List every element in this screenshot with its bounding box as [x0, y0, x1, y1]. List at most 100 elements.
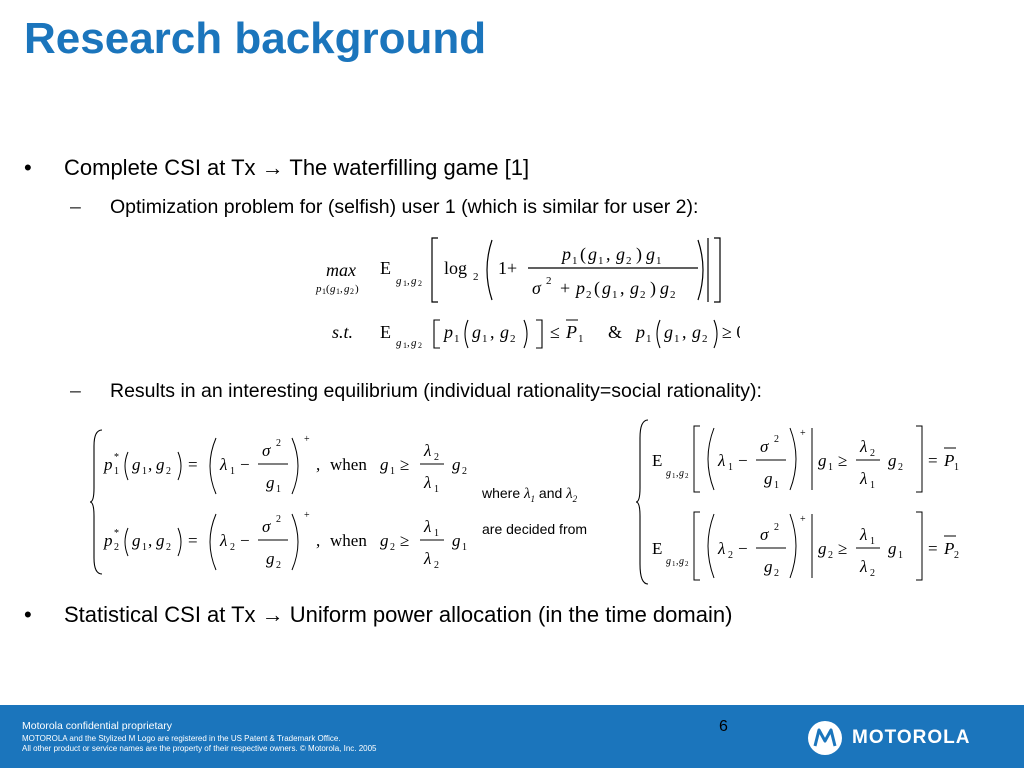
svg-text:P: P: [943, 539, 954, 558]
svg-text:2: 2: [640, 289, 646, 301]
svg-text:g: g: [452, 455, 461, 474]
svg-text:E: E: [652, 539, 662, 558]
svg-text:1: 1: [454, 333, 460, 345]
svg-text:2: 2: [462, 466, 467, 477]
svg-text:g: g: [616, 244, 625, 264]
svg-text:): ): [355, 283, 359, 295]
svg-text:,: ,: [407, 337, 410, 349]
svg-text:1: 1: [322, 287, 326, 296]
svg-text:g: g: [888, 539, 897, 558]
svg-text:2: 2: [473, 271, 479, 283]
svg-text:σ: σ: [532, 278, 542, 298]
svg-text:1: 1: [403, 341, 407, 350]
svg-text:1: 1: [674, 333, 680, 345]
svg-text:+: +: [304, 510, 310, 521]
svg-text:λ: λ: [219, 455, 227, 474]
svg-text:1: 1: [572, 255, 578, 267]
svg-text:,: ,: [407, 275, 410, 287]
svg-text:g: g: [679, 556, 684, 567]
svg-text:g: g: [132, 531, 141, 550]
svg-text:g: g: [660, 278, 669, 298]
svg-text:−: −: [738, 539, 748, 558]
svg-text:λ: λ: [423, 473, 431, 492]
svg-text:(: (: [580, 244, 586, 265]
svg-text:2: 2: [418, 341, 422, 350]
svg-text:g: g: [156, 531, 165, 550]
svg-text:=: =: [188, 531, 198, 550]
page-number: 6: [719, 718, 728, 735]
svg-text:1: 1: [646, 333, 652, 345]
svg-text:log: log: [444, 258, 467, 278]
svg-text:P: P: [943, 451, 954, 470]
footer-bar: Motorola confidential proprietary MOTORO…: [0, 705, 1024, 768]
svg-text:2: 2: [276, 438, 281, 449]
svg-text:g: g: [411, 337, 417, 349]
svg-text:,: ,: [676, 556, 679, 567]
svg-text:λ: λ: [717, 539, 725, 558]
sub-bullet-text: Optimization problem for (selfish) user …: [110, 196, 699, 218]
where-word: where: [482, 485, 521, 501]
svg-text:when: when: [330, 531, 367, 550]
sub-bullet-text: Results in an interesting equilibrium (i…: [110, 380, 762, 402]
svg-text:g: g: [472, 322, 481, 342]
svg-text:g: g: [330, 283, 336, 295]
svg-text:2: 2: [828, 550, 833, 561]
svg-text:2: 2: [350, 287, 354, 296]
footer-confidential: Motorola confidential proprietary: [22, 720, 172, 732]
and-word: and: [538, 485, 563, 501]
svg-text:2: 2: [586, 289, 592, 301]
svg-text:≥: ≥: [400, 455, 409, 474]
svg-text:E: E: [380, 322, 391, 342]
svg-text:1: 1: [898, 550, 903, 561]
bullet-dot: •: [24, 155, 32, 180]
svg-text:p: p: [315, 283, 322, 295]
svg-text:1: 1: [482, 333, 488, 345]
svg-text:p: p: [634, 322, 645, 342]
svg-text:2: 2: [510, 333, 516, 345]
svg-text:1: 1: [403, 279, 407, 288]
svg-text:p: p: [442, 322, 453, 342]
svg-text:1: 1: [276, 484, 281, 495]
svg-text:when: when: [330, 455, 367, 474]
svg-text:1: 1: [870, 480, 875, 491]
dash-marker: –: [70, 380, 81, 402]
svg-text:≥: ≥: [838, 451, 847, 470]
decided-from-text: are decided from: [482, 521, 588, 537]
lambda-1-symbol: λ1: [524, 486, 536, 504]
svg-text:g: g: [452, 531, 461, 550]
svg-text:g: g: [411, 275, 417, 287]
svg-text:1: 1: [114, 466, 119, 477]
motorola-wordmark: MOTOROLA: [852, 727, 971, 748]
svg-text:g: g: [888, 451, 897, 470]
svg-text:g: g: [396, 337, 402, 349]
lambda-2-symbol: λ2: [566, 486, 578, 504]
svg-text:g: g: [132, 455, 141, 474]
svg-text:≥ 0: ≥ 0: [722, 322, 740, 342]
svg-text:λ: λ: [423, 441, 431, 460]
svg-text:(: (: [594, 278, 600, 299]
svg-text:g: g: [630, 278, 639, 298]
svg-text:2: 2: [685, 560, 689, 568]
svg-text:2: 2: [434, 452, 439, 463]
svg-text:σ: σ: [760, 437, 769, 456]
svg-text:P: P: [565, 322, 577, 342]
svg-text:p: p: [103, 531, 113, 550]
svg-text:1: 1: [598, 255, 604, 267]
svg-text:2: 2: [114, 542, 119, 553]
svg-text:max: max: [326, 260, 356, 280]
svg-text:p: p: [103, 455, 113, 474]
bullet-text: Statistical CSI at Tx → Uniform power al…: [64, 602, 733, 627]
svg-text:λ: λ: [859, 525, 867, 544]
svg-text:2: 2: [546, 275, 552, 287]
svg-text:1: 1: [336, 287, 340, 296]
svg-text:g: g: [692, 322, 701, 342]
svg-text:1: 1: [774, 480, 779, 491]
slide-title: Research background: [24, 14, 487, 63]
svg-text:2: 2: [685, 472, 689, 480]
svg-text:1: 1: [390, 466, 395, 477]
svg-text:,: ,: [340, 283, 343, 295]
